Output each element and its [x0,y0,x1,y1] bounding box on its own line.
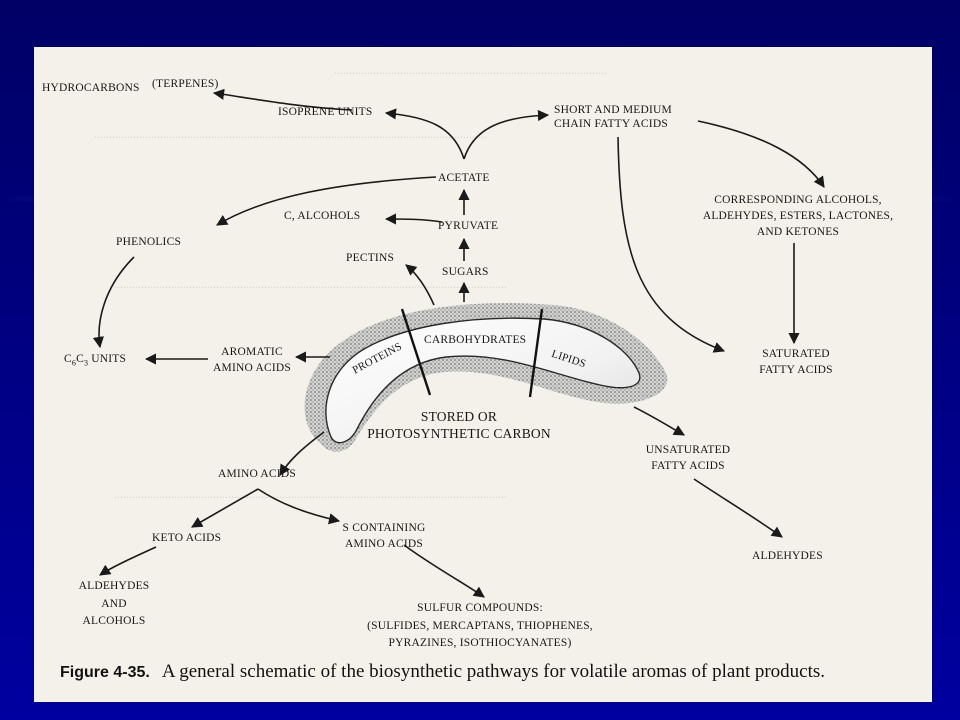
label-c6c3-units: C6C3 UNITS [64,352,126,370]
label-phenolics: PHENOLICS [116,236,182,248]
label-terpenes: (TERPENES) [152,78,219,90]
label-carbohydrates: CARBOHYDRATES [424,334,527,346]
label-corresponding-2: ALDEHYDES, ESTERS, LACTONES, [702,210,894,222]
arrow-carbon-to-amino-acids [279,431,325,476]
bleed-through-text: ........................................… [114,277,507,291]
bleed-through-text: ........................................… [114,487,507,501]
label-saturated-2: FATTY ACIDS [759,364,833,376]
arrow-phenolics-to-c6c3 [92,256,135,349]
c6c3-sub1: 6 [71,358,77,368]
bleed-through-text: ........................................… [334,63,607,77]
label-short-medium-2: CHAIN FATTY ACIDS [554,118,668,130]
label-aromatic-1: AROMATIC [221,346,283,358]
arrow-fatty-acids-to-saturated [617,136,726,353]
label-saturated-1: SATURATED [762,348,830,360]
arrow-pyruvate-to-c-alcohols [384,213,443,225]
label-unsaturated-1: UNSATURATED [645,444,731,456]
label-s-containing-1: S CONTAINING [342,522,426,534]
label-isoprene-units: ISOPRENE UNITS [278,106,373,118]
label-aromatic-2: AMINO ACIDS [213,362,291,374]
c6c3-tail: UNITS [88,353,127,365]
label-aldehydes-left-1: ALDEHYDES [78,580,150,592]
label-corresponding-3: AND KETONES [756,226,840,238]
label-acetate: ACETATE [438,172,490,184]
arrow-carbon-to-pectins [405,264,435,306]
arrow-carbon-to-unsaturated [633,406,685,436]
banana-divider-2 [528,308,544,398]
label-hydrocarbons: HYDROCARBONS [42,82,140,94]
arrow-acetate-to-isoprene [384,108,465,160]
arrow-keto-to-aldehydes [99,546,157,576]
label-stored-2: PHOTOSYNTHETIC CARBON [367,426,551,441]
label-s-containing-2: AMINO ACIDS [345,538,423,550]
c6c3-sub2: 3 [83,358,89,368]
label-stored-1: STORED OR [420,409,498,424]
label-short-medium-1: SHORT AND MEDIUM [554,104,672,116]
label-aldehydes-left-3: ALCOHOLS [82,615,146,627]
arrow-s-containing-to-sulfur [403,544,485,598]
arrow-unsaturated-to-aldehydes [693,478,783,538]
label-corresponding-1: CORRESPONDING ALCOHOLS, [714,194,882,206]
label-aldehydes-right: ALDEHYDES [752,550,823,562]
arrow-acetate-to-fatty-acids [463,109,550,160]
banana-divider-1 [400,308,432,396]
bleed-through-text: ........................................… [94,127,487,141]
banana-shape [325,317,641,444]
label-pectins: PECTINS [346,252,395,264]
figure-caption-text: A general schematic of the biosynthetic … [161,661,826,682]
arrow-acetate-to-phenolics [216,176,437,226]
label-amino-acids: AMINO ACIDS [218,468,296,480]
figure-number: Figure 4-35. [60,664,150,681]
label-sulfur-1: SULFUR COMPOUNDS: [417,602,543,614]
label-pyruvate: PYRUVATE [438,220,499,232]
scanned-figure: ........................................… [34,47,932,702]
arrow-amino-to-keto [191,488,259,528]
label-unsaturated-2: FATTY ACIDS [651,460,725,472]
label-keto-acids: KETO ACIDS [152,532,222,544]
arrow-amino-to-s-containing [257,488,341,525]
label-sulfur-2: (SULFIDES, MERCAPTANS, THIOPHENES, [367,620,593,632]
figure-caption: Figure 4-35. A general schematic of the b… [60,661,825,683]
label-aldehydes-left-2: AND [101,598,127,610]
c6c3-c1: C [64,353,72,365]
pathway-arrows [92,88,825,598]
arrow-fatty-acids-to-corresponding [697,120,825,188]
label-sugars: SUGARS [442,266,489,278]
arrow-isoprene-to-hydrocarbons [212,88,353,111]
label-c-alcohols: C, ALCOHOLS [284,210,361,222]
c6c3-c2: C [76,353,84,365]
label-sulfur-3: PYRAZINES, ISOTHIOCYANATES) [388,637,572,649]
